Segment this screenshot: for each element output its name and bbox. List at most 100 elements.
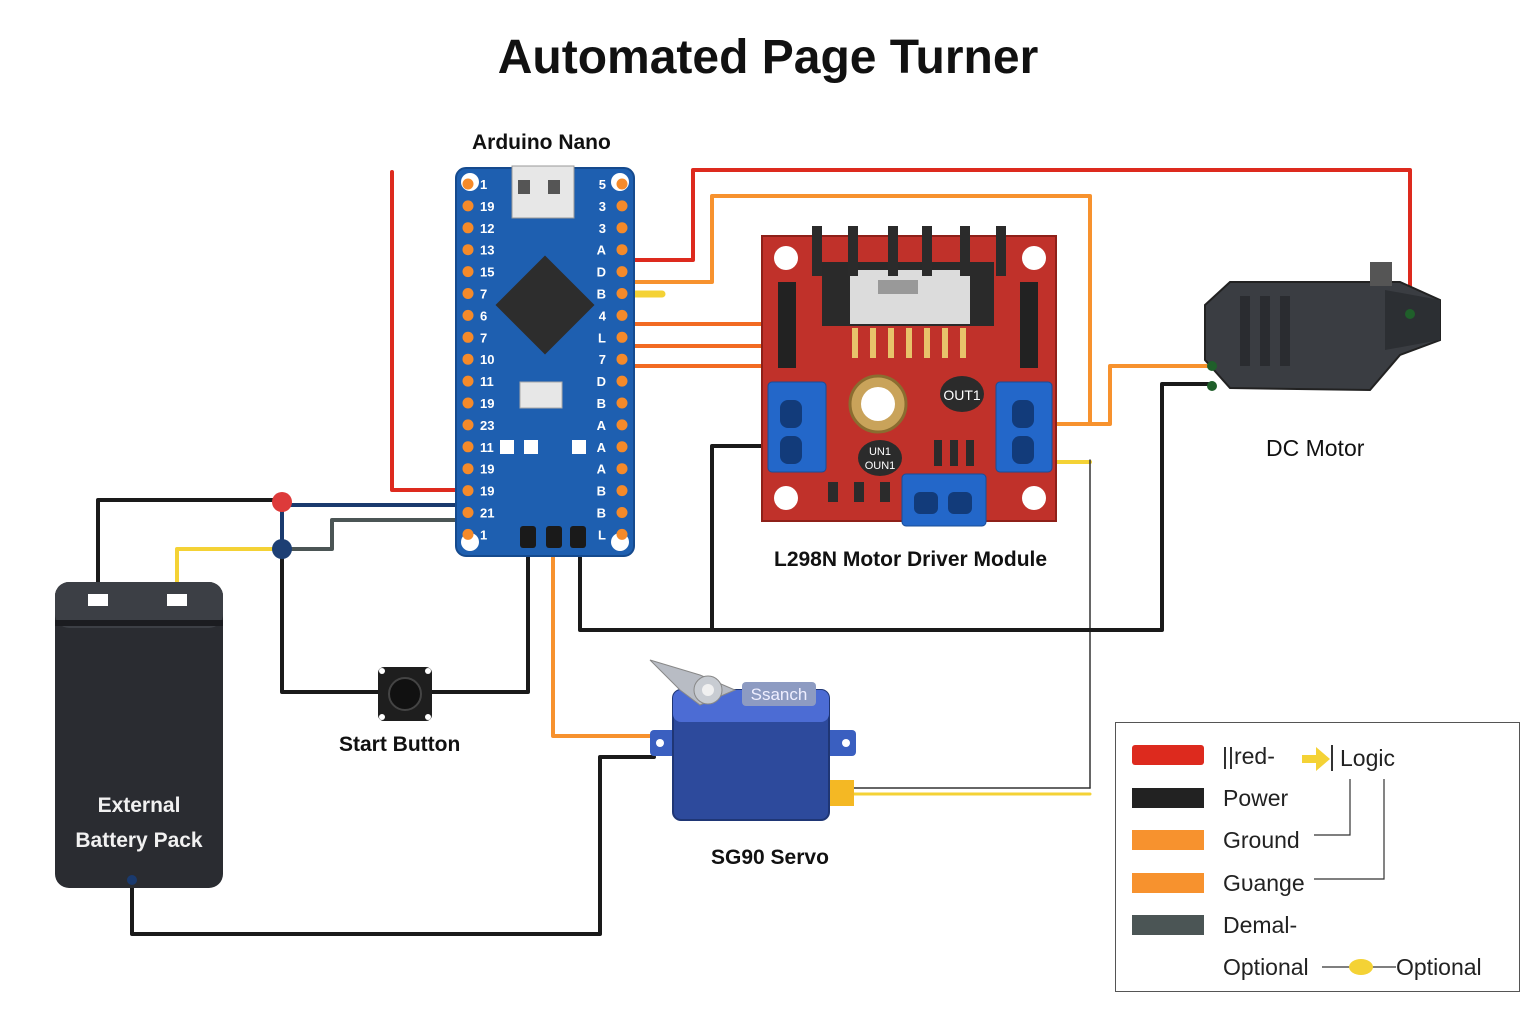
battery-label-line1: External <box>97 794 181 817</box>
arduino-pin-right-0 <box>616 178 628 190</box>
arduino-pin-left-8 <box>462 353 474 365</box>
legend: ||red- Logic Power Ground Gυange Demal- … <box>1115 722 1520 992</box>
mcu-chip <box>495 255 595 355</box>
arduino-pin-left-3 <box>462 244 474 256</box>
arduino-pin-left-11 <box>462 419 474 431</box>
sg90-servo: Ssanch <box>649 659 856 821</box>
arduino-pin-left-16 <box>462 528 474 540</box>
wire-black-button <box>280 547 382 694</box>
arduino-pin-right-9 <box>616 375 628 387</box>
arduino-pin-label-right-5: B <box>597 287 606 302</box>
arduino-pin-label-left-7: 7 <box>480 330 487 345</box>
junction-red <box>272 492 292 512</box>
arduino-pin-label-left-11: 23 <box>480 418 494 433</box>
legend-swatch-1 <box>1132 788 1204 808</box>
optional-dot-icon <box>1349 959 1373 975</box>
arduino-pin-label-right-4: D <box>597 265 606 280</box>
driver-label: L298N Motor Driver Module <box>774 548 1048 571</box>
wire-red-arduino-motor <box>622 168 1412 312</box>
arduino-pin-label-left-6: 6 <box>480 308 487 323</box>
motor-label: DC Motor <box>1266 435 1365 461</box>
arduino-pin-left-0 <box>462 178 474 190</box>
wire-black-servo-battery <box>130 755 656 936</box>
arduino-pin-left-1 <box>462 200 474 212</box>
arduino-pin-label-right-6: 4 <box>599 308 607 323</box>
arduino-pin-label-left-3: 13 <box>480 243 494 258</box>
wire-black-motor <box>578 382 1210 632</box>
wire-red-arduino-power <box>390 170 470 492</box>
servo-brand: Ssanch <box>751 685 808 704</box>
legend-optional-left: Optional <box>1223 954 1309 980</box>
arduino-pin-right-11 <box>616 419 628 431</box>
wire-navy-junction-red <box>280 498 470 507</box>
arduino-pin-label-left-4: 15 <box>480 265 494 280</box>
arduino-pin-left-14 <box>462 485 474 497</box>
arduino-pin-label-right-11: A <box>597 418 607 433</box>
l298n-driver: OUT1 UN1 OUN1 <box>761 226 1057 527</box>
arduino-pin-left-2 <box>462 222 474 234</box>
arduino-pin-label-left-8: 10 <box>480 352 494 367</box>
arduino-pin-label-right-2: 3 <box>599 221 606 236</box>
wire-orange-servo <box>551 538 656 738</box>
arduino-pin-label-right-3: A <box>597 243 607 258</box>
arduino-pin-label-left-10: 19 <box>480 396 494 411</box>
logic-arrow-icon <box>1302 747 1330 771</box>
arduino-pin-label-right-0: 5 <box>599 177 606 192</box>
arduino-pin-right-4 <box>616 266 628 278</box>
arduino-pin-right-15 <box>616 507 628 518</box>
arduino-pin-label-left-9: 11 <box>480 374 494 389</box>
arduino-pin-right-12 <box>616 441 628 453</box>
driver-chip-text: OUT1 <box>943 387 981 403</box>
arduino-pin-label-left-0: 1 <box>480 177 487 192</box>
legend-swatch-0 <box>1132 745 1204 765</box>
arduino-pin-label-left-16: 1 <box>480 527 487 542</box>
arduino-pin-right-2 <box>616 222 628 234</box>
legend-label-1: Power <box>1223 785 1289 811</box>
arduino-pin-left-15 <box>462 507 474 518</box>
arduino-pin-right-16 <box>616 528 628 540</box>
page-title: Automated Page Turner <box>497 31 1039 84</box>
start-button[interactable] <box>378 667 432 721</box>
button-label: Start Button <box>339 733 461 756</box>
arduino-pin-label-right-1: 3 <box>599 199 606 214</box>
arduino-pin-right-13 <box>616 463 628 475</box>
svg-text:UN1: UN1 <box>869 446 891 458</box>
arduino-pin-label-left-1: 19 <box>480 199 494 214</box>
arduino-pin-label-left-13: 19 <box>480 462 494 477</box>
wire-black-driver-left <box>710 444 778 632</box>
wire-gray-junction <box>280 518 470 551</box>
legend-swatch-3 <box>1132 873 1204 893</box>
arduino-pin-label-left-2: 12 <box>480 221 494 236</box>
arduino-pin-label-right-9: D <box>597 374 606 389</box>
arduino-pin-label-left-12: 11 <box>480 440 494 455</box>
arduino-pin-left-4 <box>462 266 474 278</box>
battery-pack <box>55 582 223 888</box>
wire-orange-motor <box>1088 364 1210 426</box>
svg-text:OUN1: OUN1 <box>865 460 896 472</box>
legend-swatches <box>1132 745 1396 975</box>
arduino-pin-right-1 <box>616 200 628 212</box>
wire-black-battery <box>96 498 284 594</box>
wire-yellow-battery <box>175 547 284 594</box>
arduino-pin-label-right-7: L <box>598 330 606 345</box>
wire-orange-arduino-driver <box>622 194 1092 426</box>
arduino-pin-right-14 <box>616 485 628 497</box>
junction-navy <box>272 539 292 559</box>
arduino-pin-label-right-10: B <box>597 396 606 411</box>
arduino-pin-label-right-16: L <box>598 527 606 542</box>
arduino-pin-left-10 <box>462 397 474 409</box>
arduino-pin-left-7 <box>462 331 474 343</box>
arduino-pin-label-right-8: 7 <box>599 352 606 367</box>
arduino-label: Arduino Nano <box>472 131 611 154</box>
arduino-pin-label-right-12: A <box>597 440 607 455</box>
arduino-pin-label-left-14: 19 <box>480 484 494 499</box>
legend-optional-right: Optional <box>1396 954 1482 980</box>
legend-swatch-2 <box>1132 830 1204 850</box>
arduino-pin-right-8 <box>616 353 628 365</box>
legend-label-2: Ground <box>1223 827 1300 853</box>
arduino-pin-right-7 <box>616 331 628 343</box>
arduino-pin-left-5 <box>462 288 474 299</box>
arduino-pin-right-10 <box>616 397 628 409</box>
arduino-pin-left-6 <box>462 309 474 321</box>
